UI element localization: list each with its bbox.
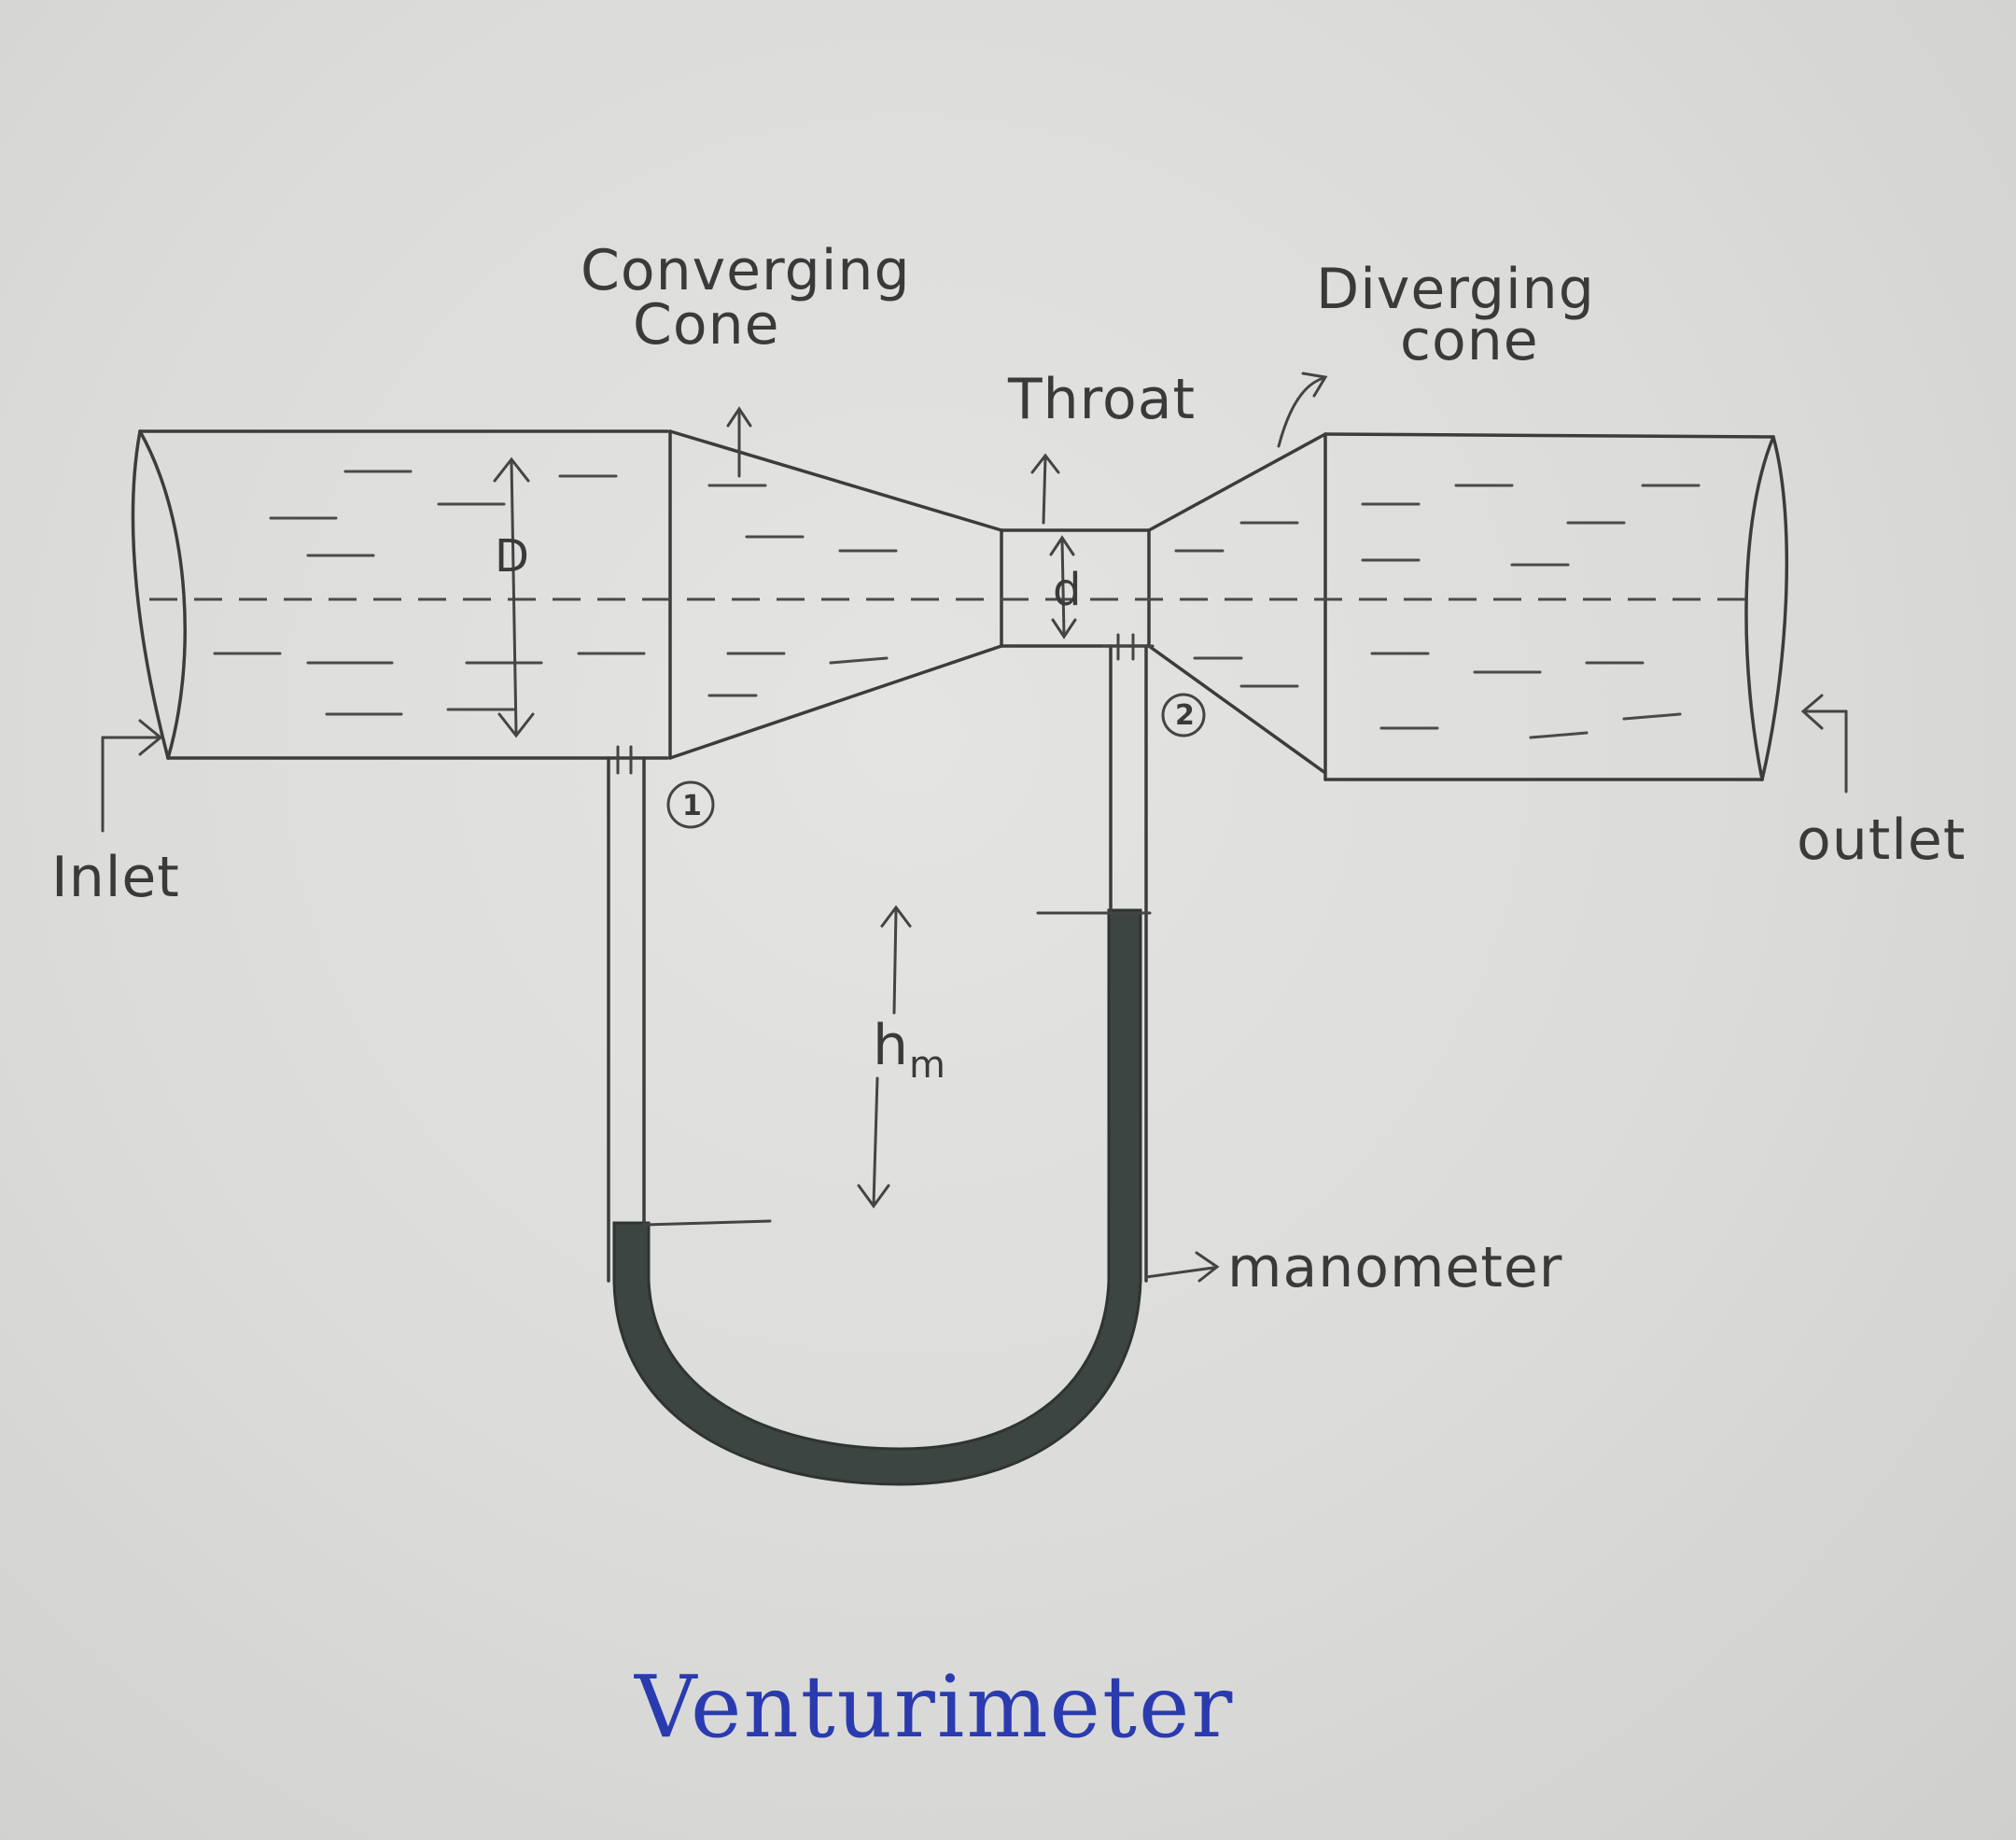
manometer-pointer [1144,1251,1220,1283]
throat-section [1000,528,1151,648]
inlet-diameter-arrow [493,456,535,738]
head-difference-label: hm [873,1013,946,1087]
throat-pointer [1030,453,1060,525]
inlet-pointer [101,719,163,833]
outlet-pointer [1800,694,1848,794]
head-difference-arrows [857,905,912,1209]
converging-cone-label-line1: Converging [581,238,911,303]
converging-cone [668,429,1003,760]
inlet-diameter-label: D [495,530,529,583]
converging-pointer [726,406,752,478]
diagram-title: Venturimeter [634,1657,1234,1757]
inlet-label: Inlet [51,845,180,910]
fluid-lines [213,470,1701,739]
throat-diameter-arrow [1049,535,1077,639]
outlet-pipe [1323,432,1789,781]
inlet-pipe [131,429,672,760]
manometer-label: manometer [1227,1235,1562,1300]
svg-text:1: 1 [682,790,702,822]
section-2-marker: 2 [1161,693,1206,737]
manometer-tube [607,633,1155,1486]
converging-cone-label-line2: Cone [633,292,780,358]
diverging-cone-label-line1: Diverging [1316,257,1595,322]
section-1-marker: 1 [666,780,715,829]
manometer-fluid [612,908,1142,1486]
svg-text:2: 2 [1175,699,1195,732]
diverging-pointer [1277,372,1328,448]
diverging-cone-label-line2: cone [1400,308,1539,373]
outlet-label: outlet [1797,808,1966,873]
throat-diameter-label: d [1053,564,1081,616]
diverging-cone [1147,432,1327,775]
throat-label: Throat [1007,367,1196,432]
